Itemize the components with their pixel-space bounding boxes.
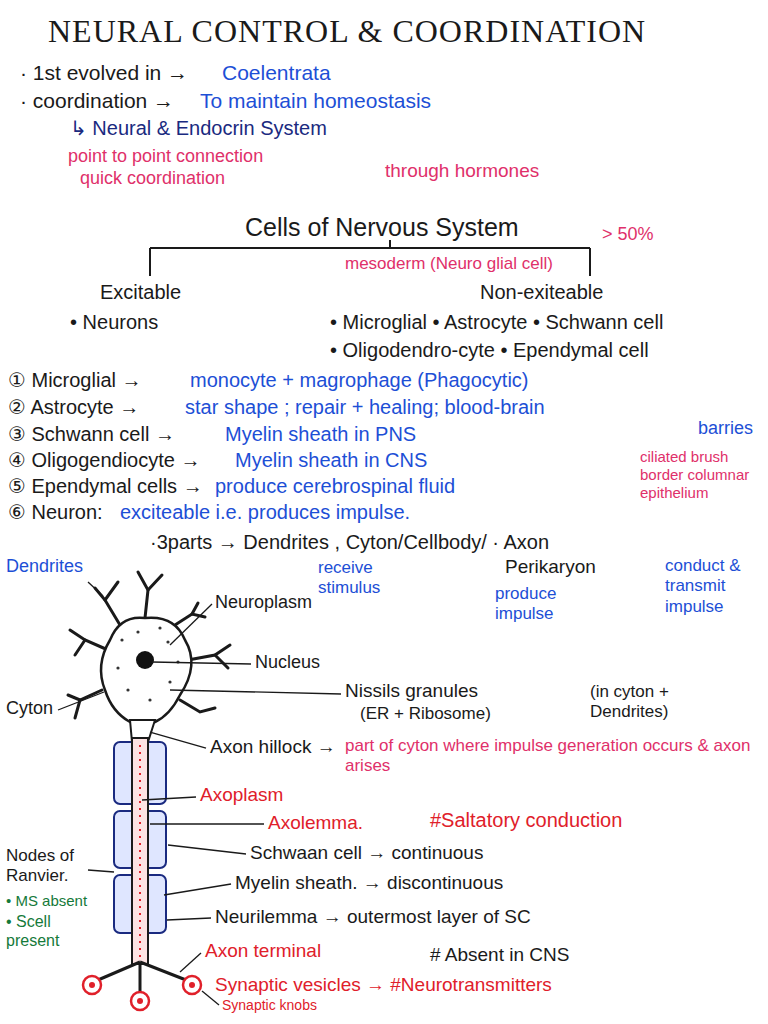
part-label: Axon terminal [205, 940, 321, 963]
part-label: Schwaan cell → continuous [250, 842, 483, 865]
note-text: produce cerebrospinal fluid [215, 474, 455, 498]
nucleus [136, 651, 154, 669]
part-label: Synaptic vesicles → #Neurotransmitters [215, 974, 552, 997]
note-text: #Saltatory conduction [430, 808, 622, 832]
note-text: part of cyton where impulse generation o… [345, 736, 760, 777]
page-title: NEURAL CONTROL & COORDINATION [48, 12, 646, 50]
note-text: star shape ; repair + healing; blood-bra… [185, 395, 545, 419]
part-label: Axon hillock → [210, 736, 336, 759]
part-label: Axoplasm [200, 784, 283, 807]
note-text: ·3parts → Dendrites , Cyton/Cellbody/ · … [150, 530, 549, 554]
axoplasm-line [139, 745, 141, 958]
note-text: barries [698, 418, 753, 440]
note-text: receive stimulus [318, 558, 398, 599]
note-text: point to point connection [68, 146, 263, 168]
note-text: ↳ Neural & Endocrin System [70, 116, 327, 140]
list-item: • Oligodendro-cyte • Ependymal cell [330, 338, 649, 362]
axon [132, 738, 148, 964]
note-text: through hormones [385, 160, 539, 183]
synaptic-vesicle-dots [89, 982, 195, 1004]
note-text: To maintain homeostasis [200, 88, 431, 113]
note-text: mesoderm (Neuro glial cell) [345, 254, 553, 274]
list-item: ② Astrocyte → [8, 395, 139, 419]
note-text: conduct & transmit impulse [665, 556, 760, 617]
note-text: produce impulse [495, 584, 575, 625]
synaptic-knobs [83, 976, 201, 1010]
axon-terminals [98, 962, 186, 992]
part-label: Axolemma. [268, 812, 363, 835]
part-label: Synaptic knobs [222, 997, 317, 1014]
part-label: Nissils granules [345, 680, 478, 703]
leader-lines [58, 582, 341, 1005]
list-item: ⑥ Neuron: [8, 500, 103, 524]
note-text: · 1st evolved in → [20, 60, 188, 85]
note-text: Myelin sheath in PNS [225, 422, 416, 446]
category-label: Non-exiteable [480, 280, 603, 304]
classification-bracket [150, 240, 590, 276]
note-text: · coordination → [20, 88, 174, 113]
part-label: Neuroplasm [215, 592, 312, 614]
part-label: (ER + Ribosome) [360, 704, 491, 724]
note-text: monocyte + magrophage (Phagocytic) [190, 368, 529, 392]
list-item: ④ Oligogendiocyte → [8, 448, 200, 472]
note-text: exciteable i.e. produces impulse. [120, 500, 410, 524]
note-text: • MS absent [6, 892, 87, 910]
list-item: ① Microglial → [8, 368, 142, 392]
list-item: • Microglial • Astrocyte • Schwann cell [330, 310, 663, 334]
note-text: (in cyton + Dendrites) [590, 682, 710, 723]
note-text: quick coordination [80, 168, 225, 190]
part-label: Dendrites [6, 556, 83, 578]
note-text: # Absent in CNS [430, 944, 569, 967]
part-label: Neurilemma → outermost layer of SC [215, 906, 531, 929]
list-item: ⑤ Ependymal cells → [8, 474, 203, 498]
part-label: Nodes of Ranvier. [6, 846, 88, 887]
note-text: > 50% [602, 224, 654, 246]
part-label: Cyton [6, 698, 53, 720]
part-label: Myelin sheath. → discontinuous [235, 872, 503, 895]
category-label: Excitable [100, 280, 181, 304]
note-text: Myelin sheath in CNS [235, 448, 427, 472]
note-text: • Scell present [6, 912, 86, 950]
cell-body [101, 618, 191, 722]
list-item: • Neurons [70, 310, 158, 334]
list-item: ③ Schwann cell → [8, 422, 175, 446]
note-text: Coelentrata [222, 60, 331, 85]
side-note: ciliated brush border columnar epitheliu… [640, 448, 762, 502]
note-text: Perikaryon [505, 556, 596, 579]
section-heading: Cells of Nervous System [245, 212, 519, 242]
part-label: Nucleus [255, 652, 320, 674]
